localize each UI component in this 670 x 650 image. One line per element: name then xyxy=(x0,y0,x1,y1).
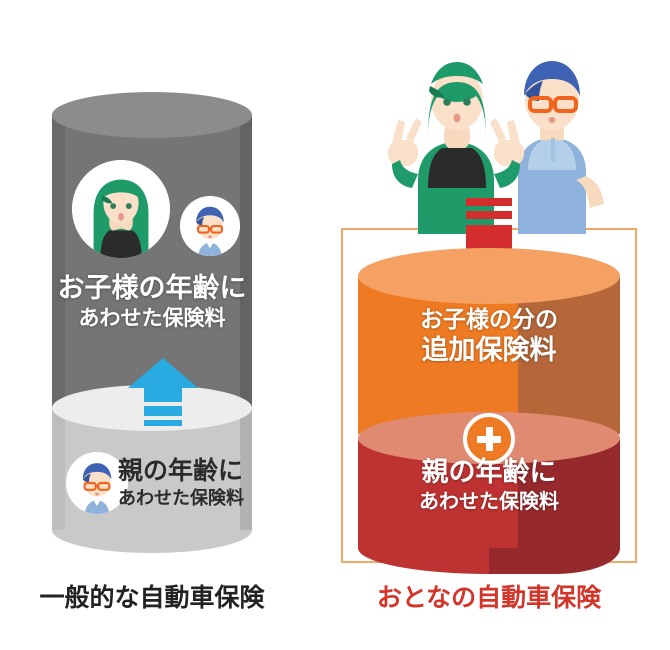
left-caption: 一般的な自動車保険 xyxy=(39,584,265,612)
right-upper-label-line1: お子様の分の xyxy=(420,306,558,332)
left-upper-label: お子様の年齢に あわせた保険料 xyxy=(52,272,252,332)
right-upper-label: お子様の分の 追加保険料 xyxy=(358,305,620,368)
left-lower-label-line2: あわせた保険料 xyxy=(118,488,244,509)
right-lower-label: 親の年齢に あわせた保険料 xyxy=(358,456,620,515)
left-lower-label: 親の年齢に あわせた保険料 xyxy=(118,456,258,510)
left-upper-cylinder-body xyxy=(52,115,252,410)
left-lower-shade-left xyxy=(52,408,65,530)
right-upper-shade-right xyxy=(518,276,620,434)
right-upper-cylinder-top xyxy=(358,248,620,304)
left-upper-shade-right xyxy=(240,115,252,410)
avatar-man-icon xyxy=(66,452,128,514)
left-upper-shade-left xyxy=(52,115,65,410)
avatar-man-icon xyxy=(180,196,240,256)
right-upper-label-line2: 追加保険料 xyxy=(421,334,557,365)
couple-peace-sign-icon xyxy=(368,38,620,234)
avatar-girl-icon xyxy=(72,160,170,258)
right-lower-label-line2: あわせた保険料 xyxy=(419,490,559,513)
arrow-up-icon xyxy=(128,358,198,426)
left-lower-label-line1: 親の年齢に xyxy=(118,457,244,485)
left-upper-label-line2: あわせた保険料 xyxy=(78,306,226,330)
left-upper-cylinder-top xyxy=(52,92,252,138)
right-lower-label-line1: 親の年齢に xyxy=(421,457,557,487)
right-caption: おとなの自動車保険 xyxy=(376,584,602,612)
left-lower-shade-right xyxy=(240,408,252,530)
plus-circle-icon xyxy=(463,413,515,465)
left-upper-label-line1: お子様の年齢に xyxy=(57,273,247,303)
